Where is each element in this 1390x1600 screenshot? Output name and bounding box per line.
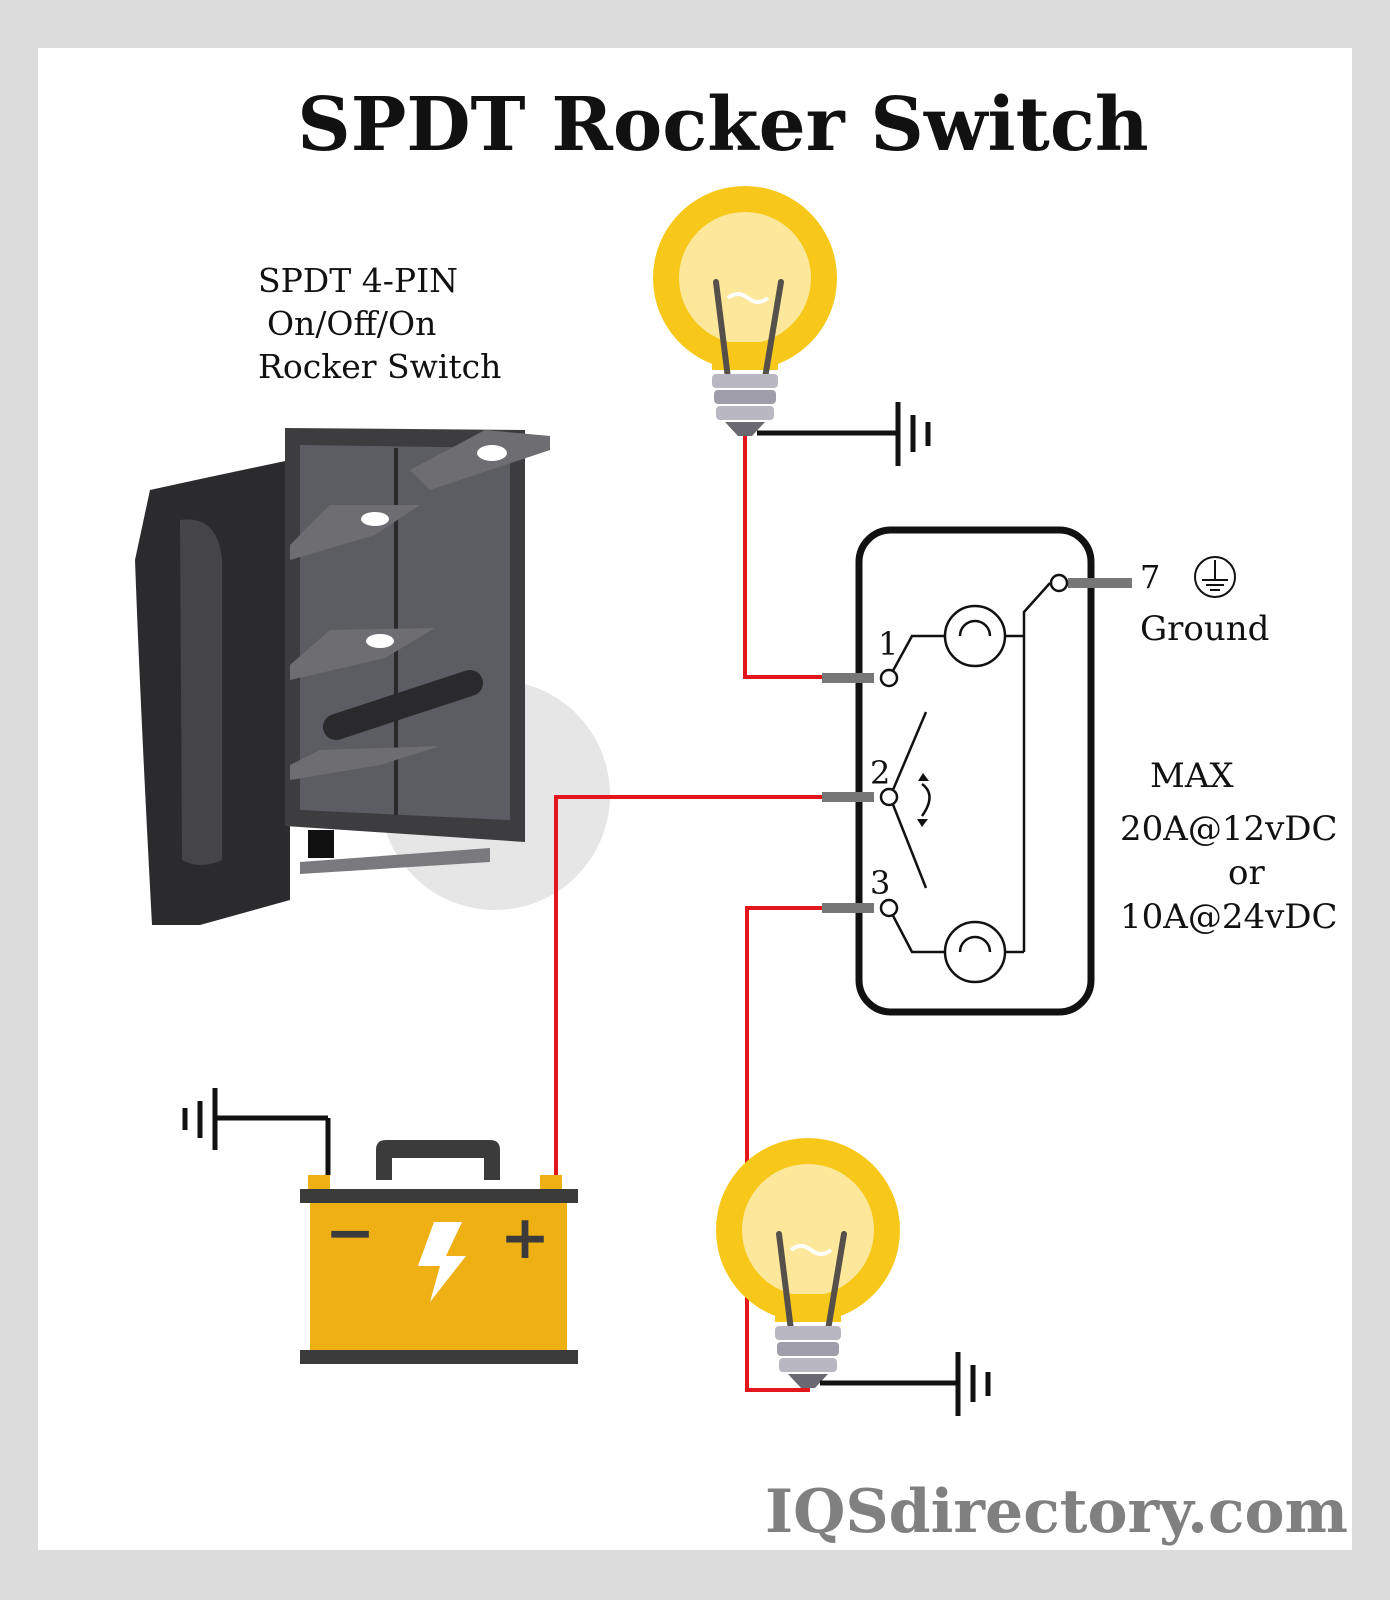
wire-pin3-to-bulb2: [745, 906, 822, 1392]
rating-12v: 20A@12vDC: [1120, 809, 1338, 849]
bulb-base-ring: [716, 406, 774, 420]
component-label-line-2: On/Off/On: [267, 304, 436, 343]
ground-label: Ground: [1140, 609, 1269, 649]
ground-icon-top: [757, 402, 931, 466]
bulb-base-ring: [775, 1326, 841, 1340]
bulb-base-ring: [712, 374, 778, 388]
lamp-1-lead: [887, 634, 945, 679]
bulb-filament-wire: [789, 1244, 833, 1256]
pin-1-label: 1: [878, 625, 898, 663]
battery-terminal-positive: [540, 1175, 562, 1189]
rating-or: or: [1228, 853, 1265, 893]
light-bulb-icon-top: [653, 186, 837, 436]
battery-minus-sign: −: [325, 1198, 375, 1268]
bulb-filament-right: [762, 279, 784, 381]
bulb-inner: [679, 212, 811, 344]
bulb-base-ring: [714, 390, 776, 404]
switch-base: [300, 848, 490, 874]
bulb-base-ring: [779, 1358, 837, 1372]
schematic-box: [855, 526, 1095, 1016]
rocker-switch-illustration: [135, 428, 610, 925]
ground-icon-bottom: [820, 1352, 991, 1416]
contact-1: [879, 668, 899, 688]
switch-blade-down: [888, 796, 928, 889]
pin-7-label: 7: [1140, 558, 1160, 596]
bulb-tip: [725, 422, 765, 436]
bulb-filament-wire: [726, 292, 770, 304]
contact-7: [1049, 573, 1069, 593]
contact-3: [879, 898, 899, 918]
rating-24v: 10A@24vDC: [1120, 897, 1338, 937]
light-bulb-icon-bottom: [716, 1138, 900, 1388]
terminal-top: [410, 430, 550, 490]
ground-icon-battery: [182, 1088, 331, 1175]
rating-max: MAX: [1150, 756, 1234, 796]
switch-latch: [308, 830, 334, 858]
switch-blade-up: [888, 711, 928, 798]
terminal-hole: [361, 512, 389, 526]
component-label-line-1: SPDT 4-PIN: [258, 261, 458, 300]
terminal-hole: [477, 445, 507, 461]
red-wires: [554, 435, 822, 1392]
wire-bulb1-to-pin1: [743, 435, 822, 679]
terminal-3: [290, 746, 440, 780]
switch-schematic: 1 2 3 7 Ground: [822, 526, 1269, 1016]
battery-icon: − +: [182, 1088, 578, 1364]
lightning-bolt-icon: [418, 1222, 466, 1302]
wire-battery-to-pin2: [554, 795, 822, 1175]
common-return: [1022, 582, 1051, 952]
switch-pin: [323, 670, 483, 740]
rating-text: MAX 20A@12vDC or 10A@24vDC: [1120, 756, 1338, 937]
diagram-title: SPDT Rocker Switch: [297, 82, 1148, 168]
bulb-filament-left: [776, 1231, 794, 1333]
bulb-inner: [742, 1164, 874, 1296]
battery-bottom: [300, 1350, 578, 1364]
contact-2: [879, 787, 899, 807]
lamp-3-lead: [887, 907, 945, 954]
pin-3-label: 3: [870, 864, 890, 902]
bulb-tip: [788, 1374, 828, 1388]
terminal-2: [290, 628, 435, 680]
battery-plus-sign: +: [500, 1203, 550, 1273]
watermark-logo: IQSdirectory.com: [765, 1477, 1348, 1547]
component-label-line-3: Rocker Switch: [258, 347, 501, 386]
battery-handle: [376, 1140, 500, 1180]
ground-symbol-icon: [1194, 556, 1236, 598]
battery-lid: [300, 1189, 578, 1203]
bulb-base-ring: [777, 1342, 839, 1356]
toggle-arrow-icon: [920, 782, 931, 817]
indicator-lamp-3-filament: [958, 935, 992, 953]
switch-rocker-highlight: [180, 519, 222, 865]
indicator-lamp-1-filament: [958, 619, 992, 637]
pin-2-label: 2: [870, 754, 890, 792]
component-label: SPDT 4-PIN On/Off/On Rocker Switch: [258, 261, 501, 386]
bulb-filament-left: [713, 279, 731, 381]
bulb-filament-right: [825, 1231, 847, 1333]
terminal-hole: [366, 634, 394, 648]
battery-terminal-negative: [308, 1175, 330, 1189]
